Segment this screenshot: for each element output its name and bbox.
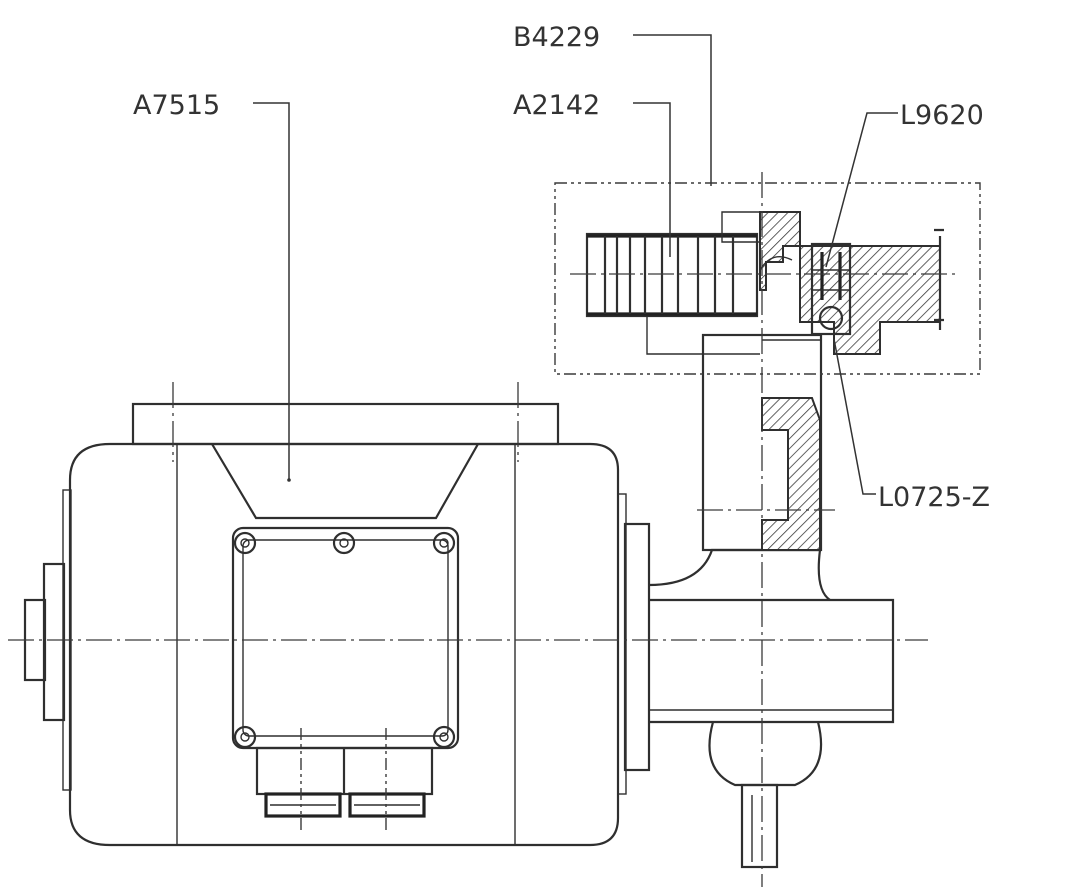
motor-body — [23, 382, 651, 847]
callout-label-l9620: L9620 — [900, 100, 984, 131]
callout-l0725z: L0725-Z — [833, 338, 990, 513]
ball-bearing-icon — [810, 242, 852, 336]
centerlines — [8, 172, 958, 887]
callout-b4229: B4229 — [513, 22, 712, 186]
callout-label-l0725z: L0725-Z — [878, 482, 990, 513]
callout-label-b4229: B4229 — [513, 22, 600, 53]
callout-label-a2142: A2142 — [513, 90, 600, 121]
callout-a7515: A7515 — [133, 90, 291, 482]
callout-label-a7515: A7515 — [133, 90, 220, 121]
terminal-box — [231, 526, 460, 750]
screw-head-icon — [233, 531, 456, 749]
callout-l9620: L9620 — [825, 100, 984, 268]
cable-glands — [255, 728, 434, 830]
gearbox-housing — [648, 333, 895, 869]
gear-section-view — [554, 182, 981, 375]
callout-a2142: A2142 — [513, 90, 671, 257]
